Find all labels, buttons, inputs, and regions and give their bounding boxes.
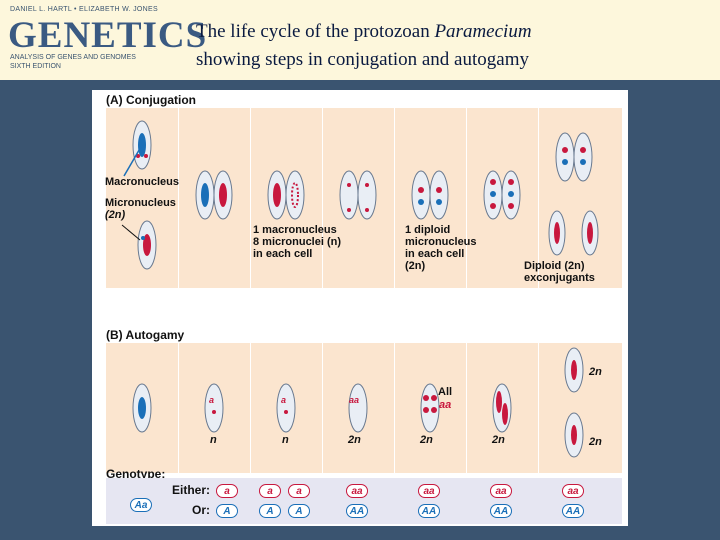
- logo-authors: DANIEL L. HARTL • ELIZABETH W. JONES: [10, 6, 158, 13]
- micronucleus-ploidy: (2n): [105, 209, 125, 221]
- genotype-or: AA: [346, 504, 368, 518]
- ploidy-label-top-right: 2n: [589, 366, 602, 378]
- genotype-or: AA: [490, 504, 512, 518]
- genotype-either: aa: [490, 484, 512, 498]
- title-organism: Paramecium: [434, 21, 531, 42]
- step4-line1: 1 macronucleus: [253, 224, 337, 236]
- genetics-logo: DANIEL L. HARTL • ELIZABETH W. JONES GEN…: [6, 4, 186, 74]
- step5-line4: (2n): [405, 260, 425, 272]
- step4-line3: in each cell: [253, 248, 312, 260]
- ploidy-label-bottom-right: 2n: [589, 436, 602, 448]
- genotype-start: Aa: [130, 498, 152, 512]
- slide-header: DANIEL L. HARTL • ELIZABETH W. JONES GEN…: [0, 0, 720, 80]
- genotype-or: A: [259, 504, 281, 518]
- step5-line2: micronucleus: [405, 236, 477, 248]
- micronucleus-label: Micronucleus: [105, 197, 176, 209]
- genotype-either: a: [216, 484, 238, 498]
- ploidy-label: 2n: [492, 434, 505, 446]
- all-label: All: [438, 386, 452, 398]
- logo-subtitle: ANALYSIS OF GENES AND GENOMES: [10, 54, 136, 61]
- slide-title: The life cycle of the protozoan Parameci…: [196, 18, 716, 74]
- genotype-or: A: [216, 504, 238, 518]
- macronucleus-label: Macronucleus: [105, 176, 179, 188]
- nucleus-allele-a: a: [209, 395, 214, 405]
- step4-line2: 8 micronuclei (n): [253, 236, 341, 248]
- ploidy-label: 2n: [348, 434, 361, 446]
- genotype-either: aa: [346, 484, 368, 498]
- nucleus-allele-a: a: [281, 395, 286, 405]
- genotype-either: a: [259, 484, 281, 498]
- either-label: Either:: [172, 484, 210, 496]
- autogamy-cells: [92, 340, 628, 480]
- title-line-2: showing steps in conjugation and autogam…: [196, 49, 529, 70]
- all-aa-label: aa: [439, 399, 451, 411]
- nucleus-allele-aa: aa: [349, 395, 359, 405]
- life-cycle-figure: (A) Conjugation: [92, 90, 628, 526]
- step5-line1: 1 diploid: [405, 224, 450, 236]
- genotype-or: AA: [418, 504, 440, 518]
- logo-edition: SIXTH EDITION: [10, 63, 61, 70]
- or-label: Or:: [192, 504, 210, 516]
- ploidy-label: n: [282, 434, 289, 446]
- title-text: The life cycle of the protozoan: [196, 21, 434, 42]
- logo-title: GENETICS: [8, 14, 207, 57]
- ploidy-label: 2n: [420, 434, 433, 446]
- ploidy-label: n: [210, 434, 217, 446]
- step7-line1: Diploid (2n): [524, 260, 585, 272]
- step5-line3: in each cell: [405, 248, 464, 260]
- genotype-either: aa: [418, 484, 440, 498]
- genotype-either: a: [288, 484, 310, 498]
- step7-line2: exconjugants: [524, 272, 595, 284]
- paramecium-cell: [138, 221, 156, 269]
- genotype-or: AA: [562, 504, 584, 518]
- genotype-or: A: [288, 504, 310, 518]
- genotype-either: aa: [562, 484, 584, 498]
